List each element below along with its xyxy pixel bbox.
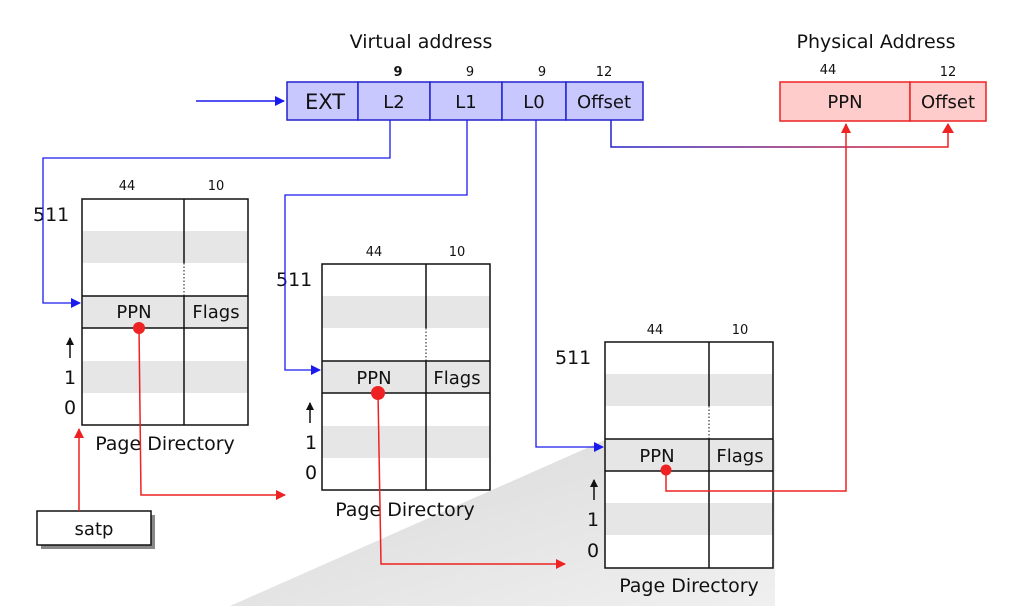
virtual-address-title: Virtual address	[350, 31, 493, 53]
page-directory-l1: 44 10 PPN Flags 511 1 0 Page Directory	[276, 245, 491, 521]
pd3-ppn-label: PPN	[639, 446, 674, 467]
pd2-ppn-arrow	[377, 392, 566, 569]
pd2-shaded-row	[322, 426, 490, 458]
pd3-frame	[604, 341, 774, 569]
virtual-address: Virtual address 9 9 9 12 EXT L2 L1 L0 Of…	[286, 31, 644, 121]
pd1-flags-bits: 10	[208, 179, 225, 194]
pd2-ppn-dot	[371, 386, 385, 400]
ppn-label: PPN	[827, 92, 862, 113]
pd3-index-1: 1	[587, 509, 599, 531]
l2-label: L2	[383, 92, 404, 113]
pd1-caption: Page Directory	[95, 433, 235, 455]
l0-index-arrow	[535, 120, 604, 452]
pd2-ppn-label: PPN	[356, 368, 391, 389]
physical-address: Physical Address 44 12 PPN Offset	[779, 31, 987, 122]
offset-arrow-head	[942, 123, 954, 133]
page-directory-l2: 44 10 PPN Flags 511 1 0 Page Directory	[33, 179, 249, 455]
offset-bits: 12	[596, 65, 613, 80]
pd1-ppn-dot	[133, 322, 145, 334]
pd2-frame	[321, 263, 491, 491]
index-arrows	[42, 96, 604, 452]
phys-offset-field	[909, 81, 987, 122]
pd3-shaded-row	[605, 503, 773, 535]
l1-bits: 9	[466, 65, 474, 80]
pd3-index-0: 0	[587, 540, 599, 562]
l2-field	[357, 81, 431, 121]
l2-index-arrow	[42, 120, 391, 308]
pd1-shaded-row	[82, 361, 248, 393]
pd1-shaded-row	[82, 296, 248, 328]
pd2-flags-label: Flags	[433, 368, 480, 389]
ppn-bits: 44	[820, 63, 837, 78]
pd1-ppn-label: PPN	[116, 302, 151, 323]
page-directory-l0: 44 10 PPN Flags 511 1 0 Page Directory	[555, 323, 774, 597]
pd2-index-0: 0	[305, 462, 317, 484]
pd1-shaded-row	[82, 231, 248, 263]
pd3-flags-label: Flags	[716, 446, 763, 467]
pd3-index-511: 511	[555, 347, 591, 369]
pd3-caption: Page Directory	[619, 575, 759, 597]
pd3-shaded-row	[605, 439, 773, 471]
phys-offset-bits: 12	[940, 65, 957, 80]
satp-box	[36, 510, 152, 546]
l2-bits: 9	[393, 65, 402, 80]
phys-offset-label: Offset	[921, 92, 975, 113]
satp-label: satp	[75, 519, 114, 540]
l0-label: L0	[523, 92, 544, 113]
pd1-ppn-bits: 44	[119, 179, 136, 194]
ppn-arrows	[74, 123, 851, 569]
pd1-flags-label: Flags	[192, 302, 239, 323]
pd3-ppn-arrow	[665, 123, 851, 492]
l1-label: L1	[455, 92, 476, 113]
pd2-index-1: 1	[305, 432, 317, 454]
pd2-shaded-row	[322, 361, 490, 393]
pd3-ppn-bits: 44	[647, 323, 664, 338]
ppn-field	[779, 81, 911, 122]
pd1-ppn-arrow	[138, 327, 286, 500]
pd2-shaded-row	[322, 296, 490, 328]
pd1-index-0: 0	[64, 397, 76, 419]
pd2-ppn-bits: 44	[366, 245, 383, 260]
ext-label: EXT	[305, 90, 345, 114]
ext-field	[286, 81, 359, 121]
physical-address-title: Physical Address	[797, 31, 956, 53]
pd3-shaded-row	[605, 374, 773, 406]
pd2-flags-bits: 10	[449, 245, 466, 260]
l0-field	[501, 81, 567, 121]
pd1-frame	[81, 198, 249, 426]
pd3-flags-bits: 10	[732, 323, 749, 338]
l1-index-arrow	[284, 120, 468, 375]
pd2-index-511: 511	[276, 269, 312, 291]
l0-bits: 9	[538, 65, 546, 80]
pd3-ppn-dot	[660, 464, 672, 476]
satp-register: satp	[36, 510, 155, 549]
pd2-caption: Page Directory	[335, 499, 475, 521]
pd1-index-511: 511	[33, 204, 69, 226]
offset-field	[565, 81, 644, 121]
offset-arrow	[610, 120, 949, 148]
pd1-index-1: 1	[64, 367, 76, 389]
offset-label: Offset	[577, 92, 631, 113]
